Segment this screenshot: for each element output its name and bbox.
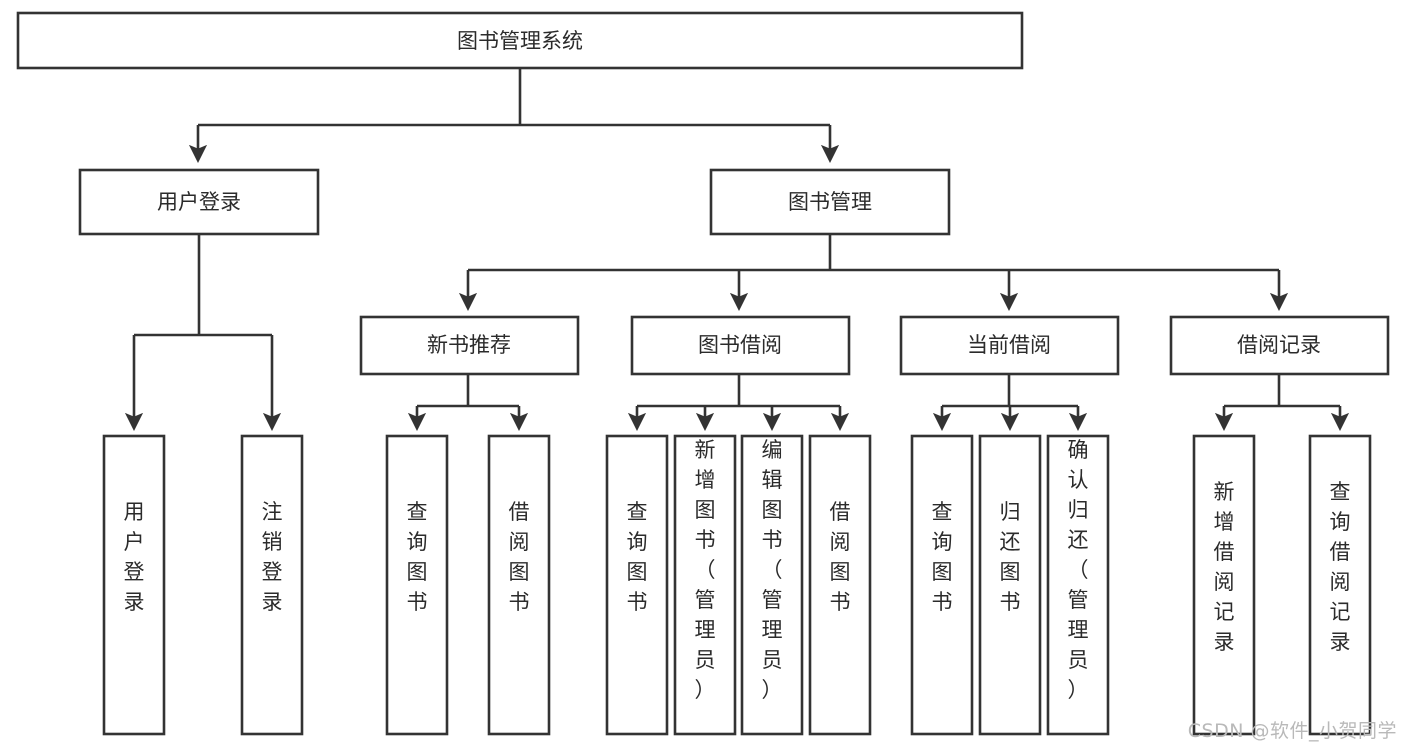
connector-group-user-login	[124, 234, 282, 432]
leaf-book-borrow-2[interactable]: 编辑图书（管理员）	[740, 434, 804, 736]
leaf-label: 用户登录	[124, 500, 145, 614]
leaf-current-borrow-0[interactable]: 查询图书	[910, 434, 974, 736]
node-book-borrow-box[interactable]	[630, 315, 851, 376]
leaf-book-borrow-1[interactable]: 新增图书（管理员）	[673, 434, 737, 736]
node-current-borrow[interactable]: 当前借阅	[899, 315, 1120, 376]
leaf-label: 查询图书	[407, 500, 428, 614]
leaf-borrow-record-1[interactable]: 查询借阅记录	[1308, 434, 1372, 736]
connector-group-new-book	[407, 374, 529, 432]
node-book-manage-box[interactable]	[709, 168, 951, 236]
node-new-book-recommend-label: 新书推荐	[427, 333, 511, 357]
leaf-current-borrow-1[interactable]: 归还图书	[978, 434, 1042, 736]
leaf-box[interactable]	[740, 434, 804, 736]
leaf-box[interactable]	[978, 434, 1042, 736]
leaf-label: 查询图书	[932, 500, 953, 614]
node-book-manage[interactable]: 图书管理	[709, 168, 951, 236]
leaf-user-login-0[interactable]: 用户登录	[102, 434, 166, 736]
leaf-current-borrow-2[interactable]: 确认归还（管理员）	[1046, 434, 1110, 736]
leaf-box[interactable]	[1308, 434, 1372, 736]
node-root-box[interactable]	[16, 11, 1024, 70]
node-borrow-record[interactable]: 借阅记录	[1169, 315, 1390, 376]
leaf-box[interactable]	[385, 434, 449, 736]
node-user-login-box[interactable]	[78, 168, 320, 236]
node-root-label: 图书管理系统	[457, 29, 583, 53]
leaf-book-borrow-3[interactable]: 借阅图书	[808, 434, 872, 736]
leaf-box[interactable]	[605, 434, 669, 736]
leaf-label: 注销登录	[262, 500, 283, 614]
leaf-label: 新增图书（管理员）	[695, 438, 716, 702]
leaf-book-borrow-0[interactable]: 查询图书	[605, 434, 669, 736]
leaf-box[interactable]	[910, 434, 974, 736]
node-book-borrow-label: 图书借阅	[698, 333, 782, 357]
leaf-label: 查询图书	[627, 500, 648, 614]
connector-group-borrow-record	[1214, 374, 1350, 432]
leaf-label: 查询借阅记录	[1330, 480, 1351, 654]
leaf-label: 编辑图书（管理员）	[762, 438, 783, 702]
node-new-book-recommend[interactable]: 新书推荐	[359, 315, 580, 376]
node-book-manage-label: 图书管理	[788, 190, 872, 214]
leaf-label: 确认归还（管理员）	[1068, 438, 1089, 702]
leaf-box[interactable]	[1192, 434, 1256, 736]
leaf-box[interactable]	[808, 434, 872, 736]
connector-group-current-borrow	[932, 374, 1088, 432]
leaf-label: 新增借阅记录	[1214, 480, 1235, 654]
node-borrow-record-box[interactable]	[1169, 315, 1390, 376]
leaf-borrow-record-0[interactable]: 新增借阅记录	[1192, 434, 1256, 736]
leaf-box[interactable]	[487, 434, 551, 736]
leaf-box[interactable]	[1046, 434, 1110, 736]
leaf-box[interactable]	[673, 434, 737, 736]
leaf-box[interactable]	[240, 434, 304, 736]
leaf-label: 借阅图书	[509, 500, 530, 614]
node-book-borrow[interactable]: 图书借阅	[630, 315, 851, 376]
node-user-login-label: 用户登录	[157, 190, 241, 214]
node-borrow-record-label: 借阅记录	[1237, 333, 1321, 357]
connector-group-book-borrow	[627, 374, 850, 432]
node-user-login[interactable]: 用户登录	[78, 168, 320, 236]
leaf-label: 借阅图书	[830, 500, 851, 614]
leaf-label: 归还图书	[1000, 500, 1021, 614]
node-root[interactable]: 图书管理系统	[16, 11, 1024, 70]
connector-group-book-manage	[458, 234, 1289, 312]
node-current-borrow-box[interactable]	[899, 315, 1120, 376]
node-new-book-recommend-box[interactable]	[359, 315, 580, 376]
leaf-box[interactable]	[102, 434, 166, 736]
leaf-new-book-1[interactable]: 借阅图书	[487, 434, 551, 736]
leaf-new-book-0[interactable]: 查询图书	[385, 434, 449, 736]
leaf-user-login-1[interactable]: 注销登录	[240, 434, 304, 736]
connector-group-root	[188, 68, 840, 164]
node-current-borrow-label: 当前借阅	[967, 333, 1051, 357]
